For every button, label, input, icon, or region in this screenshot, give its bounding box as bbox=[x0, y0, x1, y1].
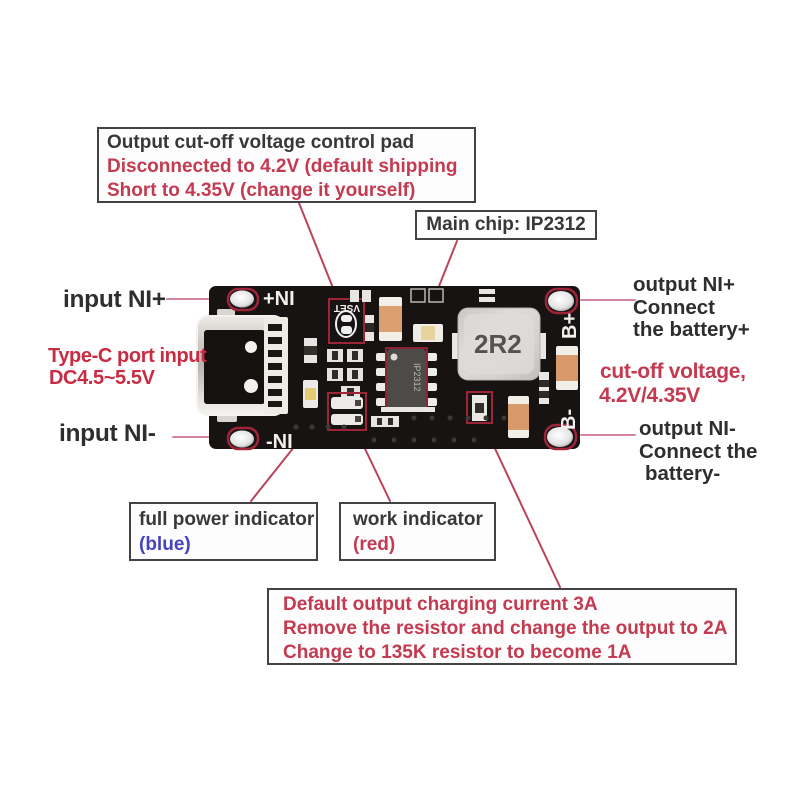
highlight-current-resistor bbox=[466, 391, 493, 424]
label-input-pos: input NI+ bbox=[63, 286, 166, 313]
small-components bbox=[303, 288, 578, 438]
callout-current-line3: Change to 135K resistor to become 1A bbox=[283, 642, 632, 663]
highlight-pad-input-neg bbox=[226, 426, 260, 451]
capacitor-tan-right bbox=[556, 346, 578, 390]
highlight-vset bbox=[328, 298, 365, 344]
main-chip: IP2312 bbox=[376, 347, 437, 412]
highlight-pad-battery-pos bbox=[544, 287, 579, 315]
inductor-marking: 2R2 bbox=[474, 329, 522, 359]
callout-full-power: full power indicator (blue) bbox=[129, 502, 318, 561]
silkscreen: +NI -NI B+ B- VSET bbox=[263, 288, 581, 453]
callout-cutoff-line3: Short to 4.35V (change it yourself) bbox=[107, 180, 416, 201]
silk-battery-pos-label: B+ bbox=[559, 313, 581, 339]
pad-input-neg bbox=[230, 430, 254, 448]
current-resistor bbox=[466, 391, 493, 424]
highlight-pad-battery-neg bbox=[543, 423, 578, 451]
leader-cutoff-box bbox=[298, 202, 338, 299]
pcb-board: +NI -NI B+ B- VSET bbox=[196, 286, 581, 453]
label-output-neg-line2: Connect the bbox=[639, 439, 758, 463]
label-typec-line2: DC4.5~5.5V bbox=[49, 367, 155, 389]
inductor: 2R2 bbox=[452, 307, 546, 381]
label-output-pos-line3: the battery+ bbox=[633, 318, 750, 341]
led-blue bbox=[303, 380, 318, 408]
label-input-neg: input NI- bbox=[59, 420, 156, 447]
indicator-leds bbox=[327, 392, 367, 431]
callout-current-line2: Remove the resistor and change the outpu… bbox=[283, 618, 728, 639]
via-dots bbox=[293, 415, 507, 443]
silk-battery-neg-label: B- bbox=[558, 409, 580, 430]
silk-vset-label: VSET bbox=[334, 302, 360, 313]
pad-input-pos bbox=[230, 290, 254, 308]
callout-full-power-line2: (blue) bbox=[139, 534, 191, 555]
pad-battery-pos bbox=[548, 291, 574, 311]
callout-work-line1: work indicator bbox=[353, 509, 483, 530]
callout-work-line2: (red) bbox=[353, 534, 396, 555]
solder-pads bbox=[226, 287, 579, 451]
label-output-neg: output NI- Connect the battery- bbox=[639, 417, 758, 486]
label-output-pos: output NI+ Connect the battery+ bbox=[633, 273, 750, 342]
callout-charging-current: Default output charging current 3A Remov… bbox=[267, 588, 737, 665]
callout-cutoff-pad: Output cut-off voltage control pad Disco… bbox=[97, 127, 476, 203]
highlight-pad-input-pos bbox=[226, 287, 260, 312]
label-output-neg-line3: battery- bbox=[645, 462, 721, 485]
label-cutoff-line1: cut-off voltage, bbox=[600, 360, 746, 383]
pad-battery-neg bbox=[547, 427, 573, 447]
callout-main-chip-label: Main chip: IP2312 bbox=[426, 214, 586, 235]
capacitor-tan-top bbox=[379, 297, 402, 341]
silk-input-neg-label: -NI bbox=[266, 431, 293, 453]
chip-body bbox=[387, 349, 426, 410]
label-output-pos-line2: Connect bbox=[633, 295, 715, 319]
callout-current-line1: Default output charging current 3A bbox=[283, 594, 598, 615]
leader-current bbox=[482, 422, 561, 588]
label-output-neg-line1: output NI- bbox=[639, 417, 736, 440]
callout-cutoff-line1: Output cut-off voltage control pad bbox=[107, 132, 415, 153]
highlight-leds bbox=[327, 392, 367, 431]
label-typec-line1: Type-C port input bbox=[48, 345, 207, 367]
label-output-pos-line1: output NI+ bbox=[633, 273, 735, 296]
label-cutoff-line2: 4.2V/4.35V bbox=[599, 384, 700, 407]
chip-marking: IP2312 bbox=[412, 363, 422, 392]
callout-cutoff-line2: Disconnected to 4.2V (default shipping bbox=[107, 156, 458, 177]
callout-work: work indicator (red) bbox=[339, 502, 496, 561]
vset-jumper bbox=[328, 298, 365, 344]
typec-connector bbox=[196, 309, 288, 422]
capacitor-tan-bottom bbox=[508, 396, 529, 438]
silk-input-pos-label: +NI bbox=[263, 288, 295, 310]
callout-main-chip: Main chip: IP2312 bbox=[415, 210, 597, 240]
callout-full-power-line1: full power indicator bbox=[139, 509, 315, 530]
